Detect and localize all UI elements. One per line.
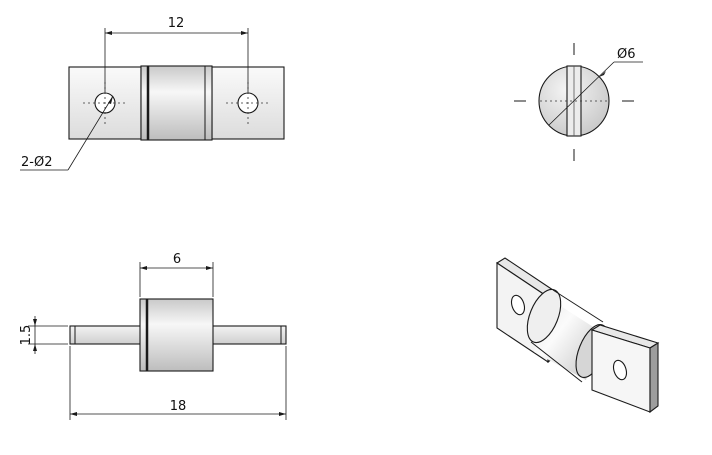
iso-left-hole [510, 294, 526, 316]
overall-length-dimension: 18 [69, 346, 287, 420]
end-view: Ø6 [514, 43, 643, 161]
plate-thickness-dimension: 1.5 [19, 316, 68, 354]
roller-length-dimension: 6 [139, 252, 214, 297]
hole-callout: 2-Ø2 [20, 95, 114, 171]
top-view: 12 2-Ø2 [20, 16, 285, 171]
front-view: 6 1.5 18 [19, 252, 287, 420]
hole-spacing-dimension: 12 [104, 16, 249, 92]
iso-right-plate [590, 324, 660, 414]
front-roller [139, 298, 214, 372]
shaft-diameter-label: Ø6 [617, 47, 636, 62]
overall-length-label: 18 [170, 399, 187, 414]
top-cylinder [140, 65, 213, 141]
plate-thickness-label: 1.5 [19, 325, 34, 346]
hole-spacing-label: 12 [168, 16, 185, 31]
iso-right-hole [612, 359, 628, 381]
isometric-view [495, 257, 660, 414]
hole-callout-label: 2-Ø2 [21, 155, 52, 170]
roller-length-label: 6 [173, 252, 181, 267]
shaft-diameter-callout: Ø6 [548, 47, 643, 126]
